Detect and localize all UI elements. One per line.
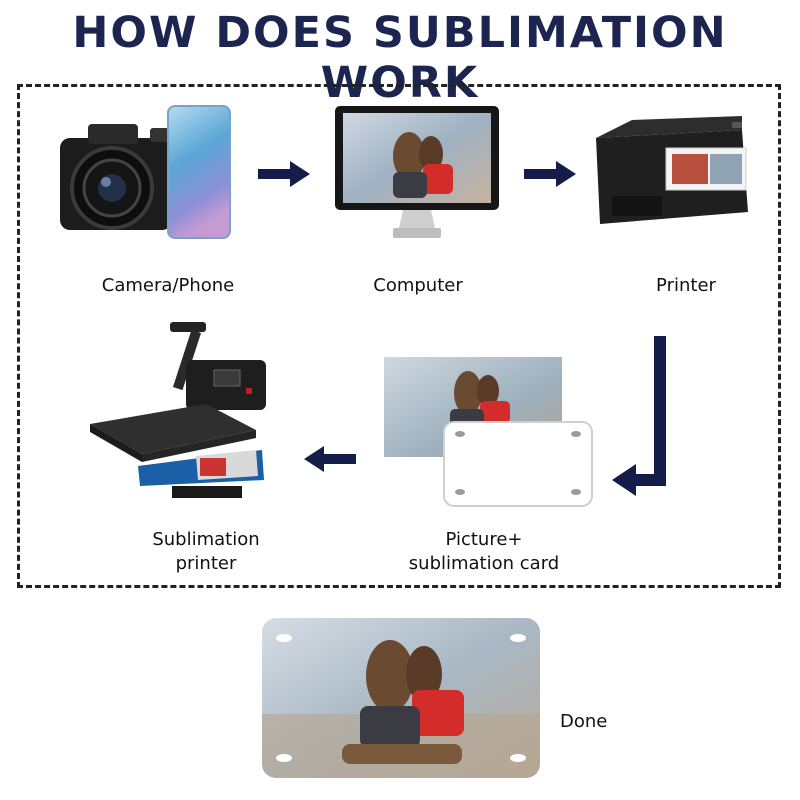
page-title: HOW DOES SUBLIMATION WORK [72, 8, 728, 108]
heat-press-icon [86, 320, 276, 510]
camera-icon [50, 100, 180, 240]
arrow-right-icon [524, 161, 576, 187]
sublimation-card-icon [442, 420, 594, 508]
label-picture-card-line2: sublimation card [408, 553, 560, 574]
computer-monitor-icon [333, 104, 501, 244]
label-picture-card-line1: Picture+ [445, 529, 523, 550]
label-picture-card: Picture+ sublimation card [384, 528, 584, 576]
arrow-left-icon [304, 446, 356, 472]
label-done: Done [560, 711, 608, 732]
label-sublimation-printer-line1: Sublimation [152, 529, 260, 550]
process-frame [17, 84, 781, 588]
label-sublimation-printer-line2: printer [175, 553, 237, 574]
finished-plate-icon [262, 618, 540, 778]
label-camera-phone: Camera/Phone [101, 275, 235, 296]
label-printer: Printer [656, 275, 716, 296]
arrow-right-icon [258, 161, 310, 187]
label-computer: Computer [373, 275, 463, 296]
printer-icon [592, 112, 752, 238]
label-sublimation-printer: Sublimation printer [116, 528, 296, 576]
arrow-down-left-icon [612, 336, 672, 496]
phone-icon [166, 104, 232, 240]
